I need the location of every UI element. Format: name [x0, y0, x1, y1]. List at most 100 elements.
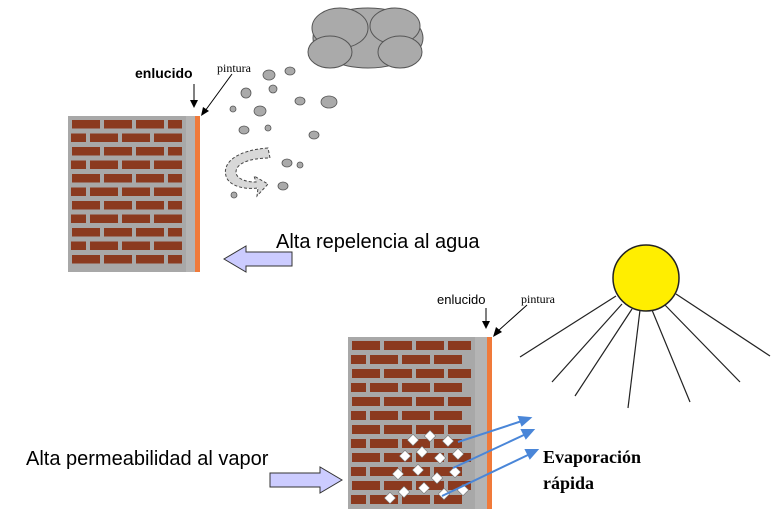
brick	[122, 187, 150, 196]
brick	[416, 425, 444, 434]
brick	[168, 120, 182, 129]
top-paint-label: pintura	[217, 61, 252, 75]
brick	[370, 439, 398, 448]
vapor-pore	[397, 485, 411, 499]
brick	[71, 187, 86, 196]
brick	[72, 228, 100, 237]
vapor-pore	[433, 451, 447, 465]
raindrops	[229, 66, 338, 199]
brick	[72, 255, 100, 264]
bottom-plaster-arrowhead	[482, 321, 490, 329]
brick	[72, 120, 100, 129]
brick	[351, 411, 366, 420]
brick	[90, 214, 118, 223]
brick	[352, 397, 380, 406]
brick	[72, 174, 100, 183]
brick	[71, 214, 86, 223]
brick	[352, 425, 380, 434]
brick	[384, 425, 412, 434]
brick	[352, 369, 380, 378]
vapor-pore	[430, 471, 444, 485]
top-caption-arrow-icon	[223, 245, 293, 273]
brick	[370, 355, 398, 364]
sun-rays	[519, 293, 771, 409]
brick	[168, 255, 182, 264]
brick	[352, 481, 380, 490]
brick	[384, 369, 412, 378]
vapor-pore	[441, 434, 455, 448]
brick	[351, 495, 366, 504]
brick	[104, 201, 132, 210]
top-paint-pointer	[204, 73, 233, 112]
brick	[448, 341, 471, 350]
brick	[448, 425, 471, 434]
deflection-arrow-icon	[224, 147, 271, 198]
brick	[351, 383, 366, 392]
bottom-wall	[348, 337, 492, 509]
brick	[402, 411, 430, 420]
bottom-caption: Alta permeabilidad al vapor	[26, 448, 269, 470]
top-paint-layer	[195, 116, 200, 272]
brick	[136, 147, 164, 156]
brick	[402, 439, 430, 448]
vapor-pore	[423, 429, 437, 443]
brick	[168, 147, 182, 156]
brick	[434, 495, 462, 504]
brick	[72, 201, 100, 210]
vapor-pore	[391, 467, 405, 481]
vapor-pore	[417, 481, 431, 495]
brick	[370, 467, 398, 476]
bottom-plaster-label: enlucido	[437, 292, 485, 307]
brick	[434, 411, 462, 420]
bottom-caption-arrow-icon	[269, 466, 343, 494]
brick	[402, 355, 430, 364]
brick	[448, 369, 471, 378]
top-plaster-layer	[186, 116, 195, 272]
brick	[416, 397, 444, 406]
brick	[448, 481, 471, 490]
brick	[351, 467, 366, 476]
brick	[384, 453, 412, 462]
brick	[104, 255, 132, 264]
brick	[90, 133, 118, 142]
brick	[154, 214, 182, 223]
evaporation-label-line1: Evaporación	[543, 447, 641, 467]
brick	[136, 228, 164, 237]
brick	[434, 355, 462, 364]
top-paint-arrowhead	[201, 107, 209, 116]
brick	[370, 411, 398, 420]
brick	[402, 383, 430, 392]
bottom-paint-pointer	[497, 304, 528, 332]
brick	[168, 201, 182, 210]
vapor-pore	[398, 449, 412, 463]
vapor-pore	[448, 465, 462, 479]
brick	[384, 481, 412, 490]
top-caption: Alta repelencia al agua	[276, 231, 480, 253]
brick	[136, 255, 164, 264]
brick	[122, 133, 150, 142]
brick	[416, 341, 444, 350]
brick	[416, 369, 444, 378]
brick	[154, 160, 182, 169]
bottom-paint-label: pintura	[521, 292, 556, 306]
vapor-pore	[415, 445, 429, 459]
brick	[71, 160, 86, 169]
brick	[416, 453, 444, 462]
vapor-pore	[383, 491, 397, 505]
brick	[90, 241, 118, 250]
brick	[168, 174, 182, 183]
bottom-plaster-layer	[475, 337, 487, 509]
vapor-pore	[406, 433, 420, 447]
evaporation-label-line2: rápida	[543, 473, 594, 493]
brick	[384, 397, 412, 406]
brick	[370, 383, 398, 392]
brick	[448, 397, 471, 406]
cloud-icon	[307, 7, 424, 69]
brick	[136, 201, 164, 210]
brick	[104, 120, 132, 129]
brick	[352, 453, 380, 462]
brick	[351, 439, 366, 448]
top-panel: enlucido pintura Alta repelencia al agua	[68, 7, 480, 273]
brick	[122, 241, 150, 250]
sun-icon	[612, 244, 680, 312]
